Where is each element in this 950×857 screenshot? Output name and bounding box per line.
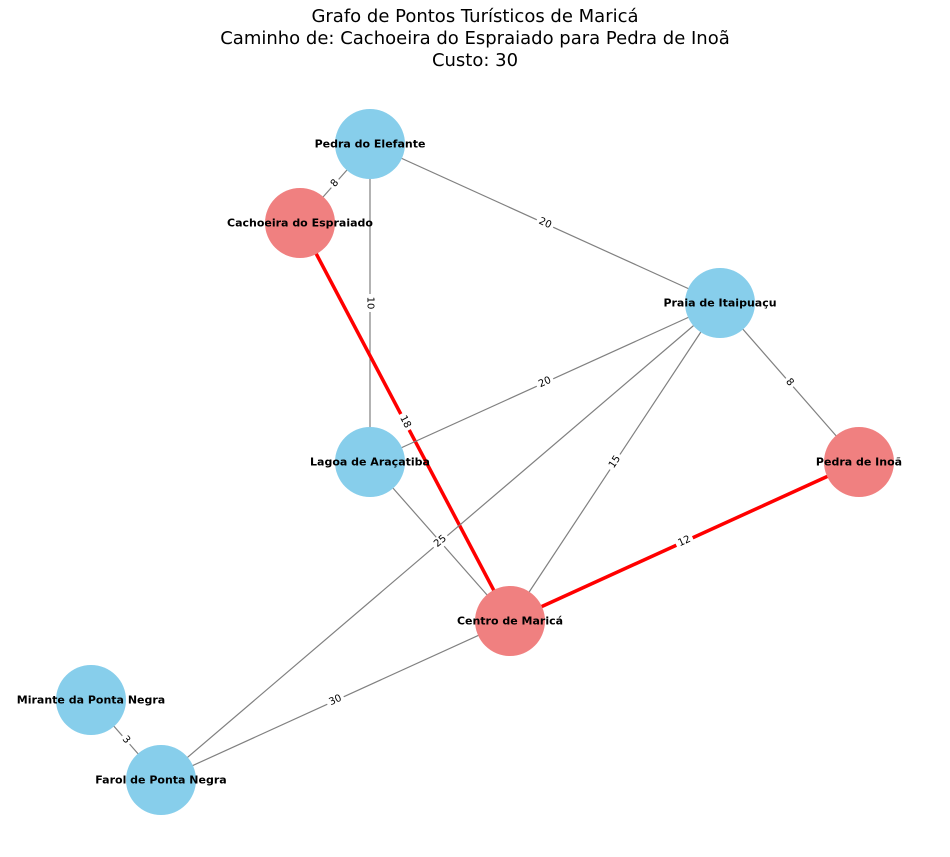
edge-label-bg — [605, 451, 625, 473]
edge-weight-label: 10 — [365, 297, 376, 310]
chart-title: Grafo de Pontos Turísticos de Maricá Cam… — [0, 6, 950, 72]
node-label-pedra_elefante: Pedra do Elefante — [315, 138, 426, 151]
edge-label-bg — [395, 411, 415, 433]
node-label-centro: Centro de Maricá — [457, 615, 563, 628]
title-line-2: Caminho de: Cachoeira do Espraiado para … — [220, 28, 730, 49]
edge-label-bg — [117, 731, 135, 749]
node-farol — [126, 745, 196, 815]
node-aracatiba — [335, 427, 405, 497]
edge-weight-label: 20 — [537, 375, 553, 390]
edge-weight-label: 30 — [327, 693, 343, 708]
edge-label-bg — [534, 373, 556, 392]
node-label-farol: Farol de Ponta Negra — [95, 774, 226, 787]
node-itaipuacu — [685, 268, 755, 338]
title-line-3: Custo: 30 — [431, 50, 519, 71]
edge-label-bg — [534, 214, 556, 233]
node-cachoeira — [265, 188, 335, 258]
edge-label-bg — [364, 294, 376, 312]
edges-layer — [90, 143, 860, 781]
edge-label-bg — [673, 532, 696, 551]
edge-label-bg — [324, 691, 347, 710]
node-label-cachoeira: Cachoeira do Espraiado — [227, 217, 373, 230]
edge-weight-label: 20 — [537, 216, 553, 231]
title-line-1: Grafo de Pontos Turísticos de Maricá — [311, 6, 639, 27]
nodes-layer — [56, 109, 894, 815]
node-label-mirante: Mirante da Ponta Negra — [17, 694, 165, 707]
node-inoa — [824, 427, 894, 497]
node-label-itaipuacu: Praia de Itaipuaçu — [663, 297, 776, 310]
node-label-aracatiba: Lagoa de Araçatiba — [310, 456, 430, 469]
node-pedra_elefante — [335, 109, 405, 179]
edge-label-bg — [781, 374, 798, 391]
edge-weight-label: 18 — [397, 414, 413, 430]
node-label-inoa: Pedra de Inoã — [816, 456, 902, 469]
edge-weight-label: 12 — [676, 534, 692, 549]
node-centro — [475, 586, 545, 656]
edge-label-bg — [326, 175, 344, 192]
edge-label-bg — [429, 531, 452, 552]
node-mirante — [56, 665, 126, 735]
